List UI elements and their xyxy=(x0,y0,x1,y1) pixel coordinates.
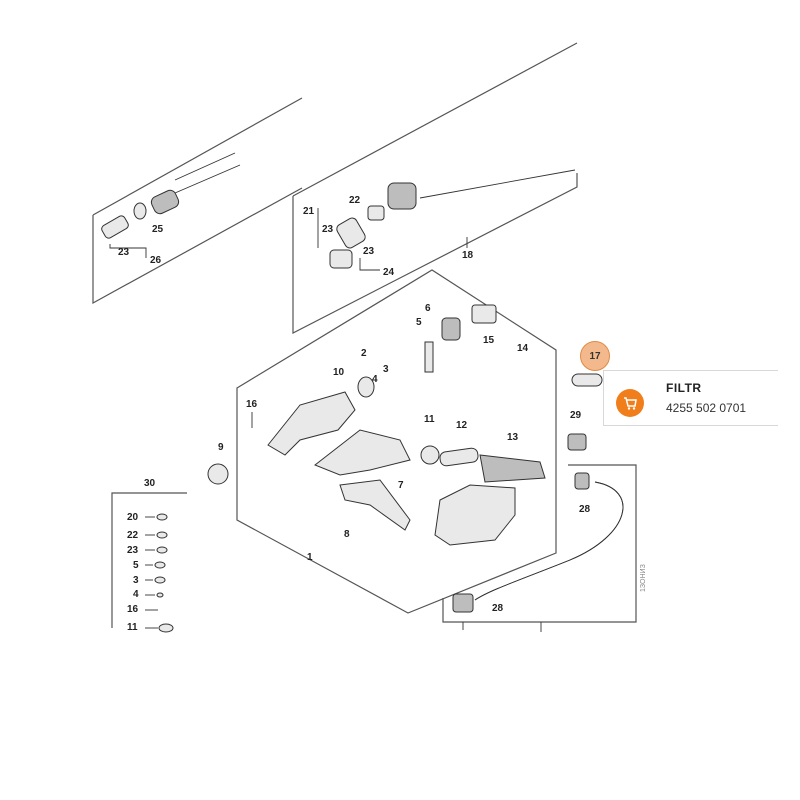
frame-main xyxy=(236,269,557,614)
label-28b: 28 xyxy=(492,603,504,614)
part-tooltip: FILTR 4255 502 0701 xyxy=(603,370,778,426)
label-2: 2 xyxy=(361,348,367,359)
label-4: 4 xyxy=(372,374,378,385)
label-14: 14 xyxy=(517,343,529,354)
label-13: 13 xyxy=(507,432,519,443)
label-28a: 28 xyxy=(579,504,591,515)
hotspot-17[interactable]: 17 xyxy=(580,341,610,371)
label-11: 11 xyxy=(424,414,435,425)
frame-list xyxy=(111,492,187,628)
list-item-8: 11 xyxy=(127,622,138,633)
list-item-7: 16 xyxy=(127,604,139,615)
label-23c: 23 xyxy=(363,246,375,257)
list-item-6: 4 xyxy=(133,589,139,600)
cart-icon xyxy=(624,397,637,410)
part-title: FILTR xyxy=(666,381,702,395)
label-23a: 23 xyxy=(118,247,130,258)
label-18: 18 xyxy=(462,250,474,261)
frame-hose xyxy=(442,464,637,623)
gun-body xyxy=(267,391,356,456)
label-12: 12 xyxy=(456,420,468,431)
label-3: 3 xyxy=(383,364,389,375)
part-number: 4255 502 0701 xyxy=(666,401,747,415)
label-10: 10 xyxy=(333,367,345,378)
label-24: 24 xyxy=(383,267,395,278)
label-8: 8 xyxy=(344,529,350,540)
frame-top-middle xyxy=(292,173,578,334)
label-16: 16 xyxy=(246,399,258,410)
list-item-3: 23 xyxy=(127,545,139,556)
label-5: 5 xyxy=(416,317,422,328)
label-15: 15 xyxy=(483,335,495,346)
label-21: 21 xyxy=(303,206,315,217)
label-25: 25 xyxy=(152,224,164,235)
label-26: 26 xyxy=(150,255,162,266)
hotspot-label: 17 xyxy=(589,350,601,362)
label-23b: 23 xyxy=(322,224,334,235)
label-30: 30 xyxy=(144,478,156,489)
label-22: 22 xyxy=(349,195,361,206)
add-to-cart-button[interactable] xyxy=(616,389,644,417)
frame-top-left xyxy=(92,187,303,305)
label-9: 9 xyxy=(218,442,224,453)
list-item-1: 20 xyxy=(127,512,139,523)
diagram-code: 1ЗОНИЗ xyxy=(640,564,647,592)
label-6: 6 xyxy=(425,303,431,314)
label-29: 29 xyxy=(570,410,582,421)
label-7: 7 xyxy=(398,480,404,491)
list-item-2: 22 xyxy=(127,530,139,541)
label-1: 1 xyxy=(307,552,313,563)
list-item-4: 5 xyxy=(133,560,139,571)
list-item-5: 3 xyxy=(133,575,139,586)
